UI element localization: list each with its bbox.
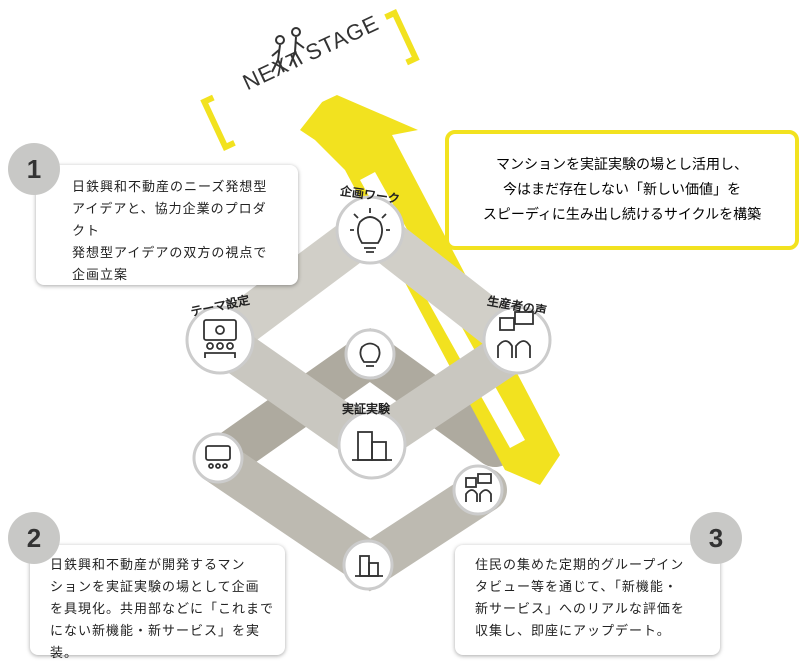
- step-3-number: 3: [690, 512, 742, 564]
- step-1-box: 日鉄興和不動産のニーズ発想型 アイデアと、協力企業のプロダクト 発想型アイデアの…: [36, 165, 298, 285]
- step-text: を具現化。共用部などに「これまで: [50, 602, 275, 617]
- step-text: 企画立案: [72, 268, 129, 283]
- small-lightbulb-icon: [359, 342, 381, 367]
- step-text: タビュー等を通じて、「新機能・: [475, 580, 678, 595]
- building-icon: [352, 431, 392, 461]
- small-conversation-icon: [465, 473, 492, 502]
- step-text: 新サービス」へのリアルな評価を: [475, 602, 685, 617]
- small-meeting-icon: [205, 445, 231, 469]
- summary-line: スピーディに生み出し続けるサイクルを構築: [482, 206, 762, 223]
- step-text: 住民の集めた定期的グループイン: [475, 558, 685, 573]
- walking-people-icon: [271, 27, 305, 73]
- step-text: 日鉄興和不動産が開発するマン: [50, 558, 246, 573]
- step-2-number: 2: [8, 512, 60, 564]
- label-experiment: 実証実験: [342, 402, 391, 416]
- summary-line: マンションを実証実験の場とし活用し、: [495, 156, 748, 173]
- step-1-number: 1: [8, 143, 60, 195]
- next-stage-sign: [200, 8, 420, 152]
- step-text: 発想型アイデアの双方の視点で: [72, 246, 268, 261]
- step-text: 日鉄興和不動産のニーズ発想型: [72, 180, 268, 195]
- small-building-icon: [355, 555, 383, 577]
- step-text: にない新機能・新サービス」を実装。: [50, 624, 261, 661]
- step-text: アイデアと、協力企業のプロダクト: [72, 202, 267, 239]
- step-text: 収集し、即座にアップデート。: [475, 624, 671, 639]
- meeting-icon: [203, 319, 237, 358]
- step-3-box: 住民の集めた定期的グループイン タビュー等を通じて、「新機能・ 新サービス」への…: [455, 545, 720, 655]
- conversation-icon: [497, 311, 534, 358]
- step-text: ションを実証実験の場として企画: [50, 580, 260, 595]
- summary-line: 今はまだ存在しない「新しい価値」を: [502, 181, 741, 198]
- lightbulb-icon: [350, 208, 390, 253]
- step-2-box: 日鉄興和不動産が開発するマン ションを実証実験の場として企画 を具現化。共用部な…: [30, 545, 285, 661]
- summary-box: マンションを実証実験の場とし活用し、 今はまだ存在しない「新しい価値」を スピー…: [445, 130, 799, 250]
